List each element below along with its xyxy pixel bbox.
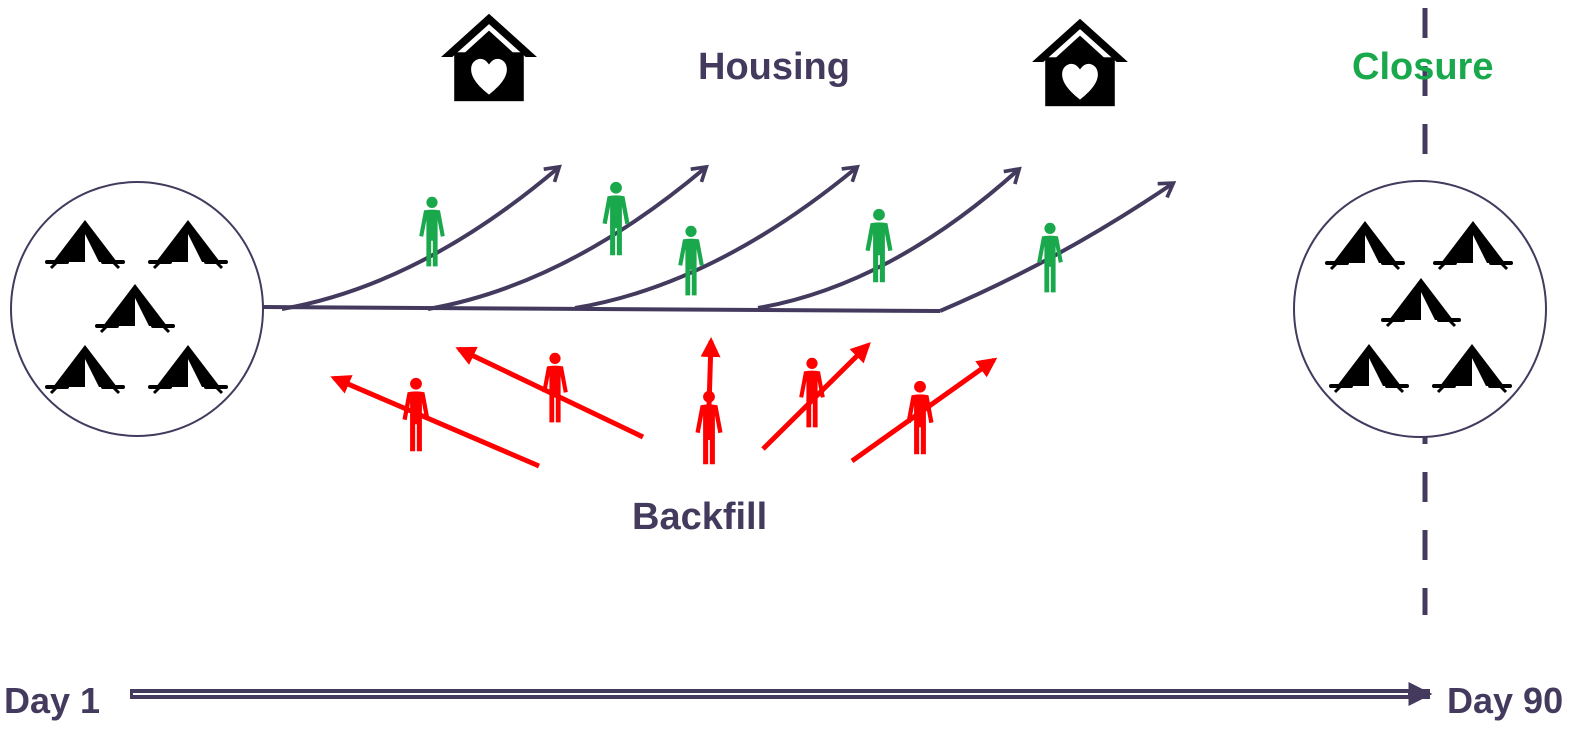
person-icon — [602, 181, 630, 256]
person-icon — [678, 225, 704, 296]
person-icon — [542, 352, 568, 423]
housed-people — [419, 181, 1063, 296]
housing-arrow — [757, 166, 1022, 310]
backfill-label: Backfill — [632, 496, 768, 538]
start-encampment — [10, 181, 264, 437]
housing-arrow — [574, 164, 860, 310]
house-heart-icon — [441, 13, 537, 102]
backfill-arrows — [330, 337, 998, 469]
day-start-label: Day 1 — [4, 680, 101, 721]
person-icon — [906, 380, 934, 455]
house-heart-icon — [1032, 18, 1128, 107]
housing-arrow — [427, 164, 709, 311]
person-icon — [695, 390, 723, 465]
person-icon — [1037, 222, 1063, 293]
closure-label: Closure — [1352, 46, 1494, 88]
main-flow-line — [261, 305, 941, 313]
day-end-label: Day 90 — [1447, 680, 1564, 721]
encampment-circle — [10, 181, 264, 437]
backfill-people — [402, 352, 934, 465]
housing-arrow — [281, 164, 562, 311]
backfill-arrow — [330, 375, 540, 469]
housing-label: Housing — [698, 46, 850, 88]
person-icon — [799, 357, 825, 428]
end-encampment — [1293, 180, 1547, 438]
person-icon — [402, 377, 430, 452]
housing-arrows — [281, 164, 1177, 313]
